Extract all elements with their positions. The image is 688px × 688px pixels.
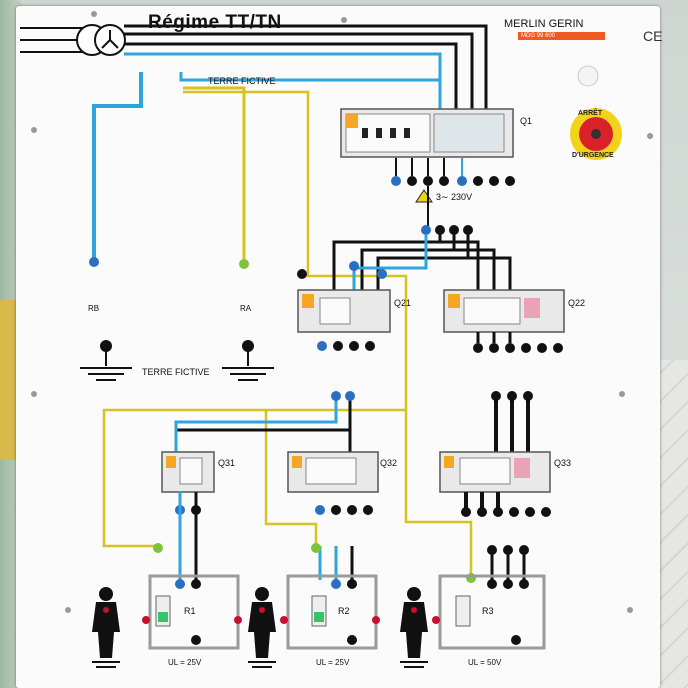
ce-mark: CE <box>643 28 663 44</box>
brand-name: MERLIN GERIN <box>504 18 584 30</box>
q22-label: Q22 <box>568 298 586 308</box>
emergency-stop-button <box>570 108 622 160</box>
terre-fictive-top-label: TERRE FICTIVE <box>208 76 276 86</box>
r3-voltage-limit: UL = 50V <box>468 658 502 667</box>
r1-voltage-limit: UL = 25V <box>168 658 202 667</box>
rb-label: RB <box>88 304 100 313</box>
ground-symbols <box>80 340 274 381</box>
r3-box <box>438 574 546 650</box>
ra-terminal <box>239 259 249 269</box>
mains-phase-lines <box>124 24 488 114</box>
voltage-label: 3∼ 230V <box>436 192 473 202</box>
transformer-symbol <box>20 24 126 56</box>
person-2-icon <box>248 587 276 658</box>
load-ground-symbols <box>92 661 428 668</box>
terre-fictive-bottom-label: TERRE FICTIVE <box>142 367 210 377</box>
q33-label: Q33 <box>554 458 572 468</box>
r1-label: R1 <box>184 606 196 616</box>
q32-label: Q32 <box>380 458 398 468</box>
r2-voltage-limit: UL = 25V <box>316 658 350 667</box>
indicator-lamp <box>577 65 599 87</box>
q33-terminals <box>461 507 551 517</box>
estop-top-label: ARRÊT <box>578 110 603 117</box>
q32-terminals <box>315 505 373 515</box>
ra-label: RA <box>240 304 252 313</box>
person-1-icon <box>92 587 120 658</box>
bus-terminals <box>421 225 473 235</box>
q21-label: Q21 <box>394 298 412 308</box>
wiring-diagram <box>20 11 653 668</box>
q1-label: Q1 <box>520 116 533 126</box>
brand-reference: MDG 99 600 <box>518 32 605 40</box>
q1-terminals <box>391 176 515 186</box>
r2-label: R2 <box>338 606 350 616</box>
estop-bottom-label: D'URGENCE <box>572 152 614 159</box>
r1-box <box>148 574 240 650</box>
q31-label: Q31 <box>218 458 236 468</box>
r2-box <box>286 574 378 650</box>
mains-neutral-line <box>124 52 442 114</box>
rb-neutral-line <box>92 72 143 260</box>
r3-label: R3 <box>482 606 494 616</box>
rb-terminal <box>89 257 99 267</box>
q21-terminals <box>317 341 375 351</box>
person-3-icon <box>400 587 428 658</box>
q22-terminals <box>473 343 563 353</box>
training-panel: Régime TT/TN MERLIN GERIN MDG 99 600 CE … <box>16 6 663 688</box>
earth-line <box>183 86 246 264</box>
board-title: Régime TT/TN <box>148 12 282 33</box>
